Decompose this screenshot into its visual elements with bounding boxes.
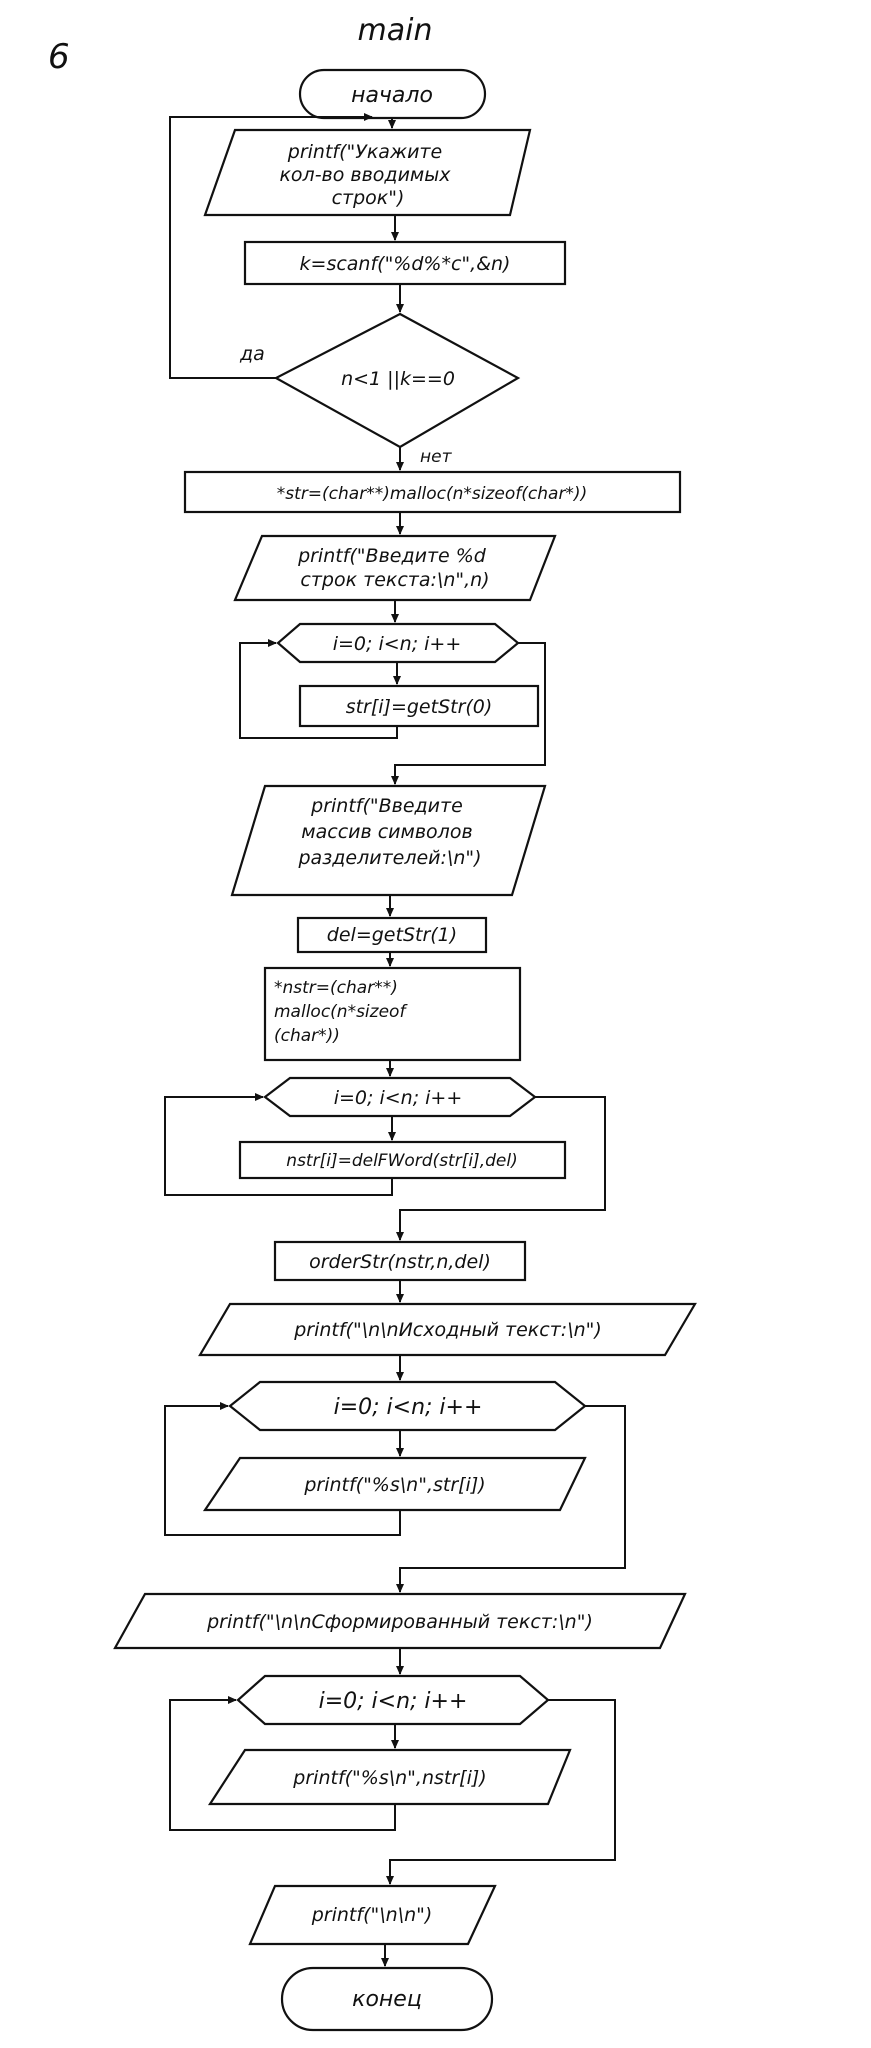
loop4-header: i=0; i<n; i++ [236, 1674, 550, 1726]
loop3-text: i=0; i<n; i++ [334, 1395, 483, 1420]
no-label: нет [420, 447, 453, 467]
alloc-nstr-process: *nstr=(char**) malloc(n*sizeof (char*)) [263, 966, 522, 1062]
prompt-delims-line-3: разделителей:\n") [297, 847, 481, 869]
prompt-text-line-1: printf("Введите %d [297, 545, 487, 567]
loop1-text: i=0; i<n; i++ [333, 633, 462, 655]
loop1-header: i=0; i<n; i++ [276, 622, 520, 664]
condition-text: n<1 ||k==0 [341, 368, 455, 390]
prompt-text-io: printf("Введите %d строк текста:\n",n) [233, 534, 557, 602]
loop4-text: i=0; i<n; i++ [319, 1689, 468, 1714]
print-str-text: printf("%s\n",str[i]) [303, 1474, 485, 1496]
prompt-text-line-2: строк текста:\n",n) [300, 569, 489, 591]
end-label: конец [352, 1987, 422, 2012]
scan-count-text: k=scanf("%d%*c",&n) [300, 253, 511, 275]
alloc-str-process: *str=(char**)malloc(n*sizeof(char*)) [183, 470, 682, 514]
print-result-header-io: printf("\n\nСформированный текст:\n") [113, 1592, 687, 1650]
function-title: main [358, 13, 433, 48]
loop2-text: i=0; i<n; i++ [334, 1087, 463, 1109]
svg-text:*nstr=(char**) malloc(n*: *nstr=(char**) malloc(n*sizeof (char*)) [274, 978, 411, 1046]
count-condition-decision: n<1 ||k==0 [273, 312, 521, 449]
scan-count-process: k=scanf("%d%*c",&n) [243, 240, 567, 286]
print-newlines-io: printf("\n\n") [248, 1884, 497, 1946]
alloc-str-text: *str=(char**)malloc(n*sizeof(char*)) [277, 484, 587, 504]
print-newlines-text: printf("\n\n") [311, 1904, 433, 1926]
print-str-io: printf("%s\n",str[i]) [202, 1456, 587, 1512]
read-delims-process: del=getStr(1) [296, 916, 488, 954]
prompt-delims-io: printf("Введите массив символов разделит… [230, 784, 547, 897]
read-str-process: str[i]=getStr(0) [298, 684, 540, 728]
print-result-header-text: printf("\n\nСформированный текст:\n") [206, 1611, 593, 1633]
yes-label: да [239, 343, 265, 365]
prompt-delims-line-1: printf("Введите [310, 795, 463, 817]
svg-text:printf("Введите %d строк: printf("Введите %d строк текста:\n",n) [297, 545, 492, 591]
read-delims-text: del=getStr(1) [327, 924, 457, 946]
prompt-delims-line-2: массив символов [301, 821, 472, 843]
alloc-nstr-line-1: *nstr=(char**) [274, 978, 398, 998]
page-number: 6 [48, 37, 70, 77]
start-terminator: начало [298, 68, 487, 120]
print-source-header-io: printf("\n\nИсходный текст:\n") [198, 1302, 697, 1357]
svg-text:printf("Укажите кол-во в: printf("Укажите кол-во вводимых строк") [279, 141, 456, 209]
loop3-header: i=0; i<n; i++ [228, 1380, 587, 1432]
svg-text:printf("Введите массив с: printf("Введите массив символов разделит… [297, 795, 481, 869]
prompt-count-line-1: printf("Укажите [287, 141, 442, 163]
end-terminator: конец [280, 1966, 494, 2032]
del-first-word-text: nstr[i]=delFWord(str[i],del) [286, 1151, 517, 1171]
del-first-word-process: nstr[i]=delFWord(str[i],del) [238, 1140, 567, 1180]
start-label: начало [351, 83, 433, 108]
order-process: orderStr(nstr,n,del) [273, 1240, 527, 1282]
order-text: orderStr(nstr,n,del) [309, 1251, 491, 1273]
print-nstr-io: printf("%s\n",nstr[i]) [207, 1748, 572, 1806]
alloc-nstr-line-2: malloc(n*sizeof [274, 1002, 408, 1022]
print-source-header-text: printf("\n\nИсходный текст:\n") [293, 1319, 602, 1341]
alloc-nstr-line-3: (char*)) [274, 1026, 340, 1046]
print-nstr-text: printf("%s\n",nstr[i]) [292, 1767, 486, 1789]
prompt-count-line-3: строк") [332, 187, 405, 209]
prompt-count-line-2: кол-во вводимых [279, 164, 451, 186]
loop2-header: i=0; i<n; i++ [263, 1076, 537, 1118]
prompt-count-io: printf("Укажите кол-во вводимых строк") [203, 128, 532, 217]
read-str-text: str[i]=getStr(0) [346, 696, 493, 718]
